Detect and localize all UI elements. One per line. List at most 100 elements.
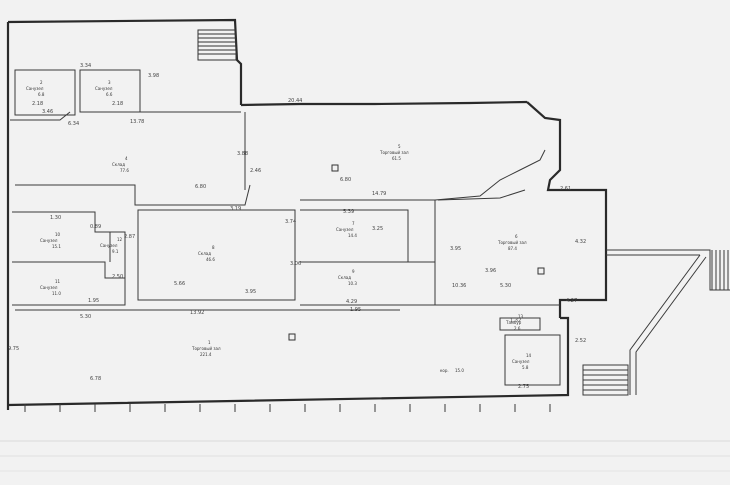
dim-label: 5.66 [174, 281, 185, 287]
room-number: 6 [515, 234, 518, 239]
scan-stripe [0, 440, 730, 442]
dim-label: 6.80 [340, 177, 351, 183]
dim-label: 2.18 [112, 101, 123, 107]
dim-label: 3.96 [485, 268, 496, 274]
room-6-label: 6 Торговый зал 87.4 [497, 234, 527, 251]
room-name: Санузел [512, 359, 530, 364]
room-number: 14 [526, 353, 532, 358]
columns [288, 164, 545, 341]
room-name: Санузел [26, 86, 44, 91]
room-area: 46.6 [206, 257, 215, 262]
room-name: Санузел [40, 238, 58, 243]
room-4-south-wall [15, 184, 251, 206]
dim-label: 20.44 [288, 98, 302, 104]
dimension-labels: 3.34 3.98 2.18 2.18 3.46 6.34 13.78 20.4… [8, 63, 586, 390]
room-name: Тамбур [505, 320, 522, 325]
dim-label: 6.78 [90, 376, 101, 382]
dim-label: 9.75 [8, 346, 19, 352]
dim-label: 1.30 [50, 215, 61, 221]
interior-walls [10, 69, 561, 386]
dim-label: 4.27 [566, 298, 577, 304]
room-area: 10.3 [348, 281, 357, 286]
stair-steps-east [711, 250, 729, 290]
room-name: Склад [338, 275, 351, 280]
dim-label: 6.80 [195, 184, 206, 190]
dim-label: 2.50 [112, 274, 123, 280]
dim-label: 5.30 [500, 283, 511, 289]
room-name: Торговый зал [497, 240, 527, 245]
dim-label: 1.95 [350, 307, 361, 313]
scan-artifacts [0, 440, 730, 472]
room-area: 6.8 [38, 92, 45, 97]
windows-south [24, 404, 551, 412]
room-11-top-wall [12, 261, 125, 279]
room-area: 77.6 [120, 168, 129, 173]
room-number: 8 [212, 245, 215, 250]
dim-label: 2.75 [518, 384, 529, 390]
room-area: 61.5 [392, 156, 401, 161]
dim-label: 3.46 [42, 109, 53, 115]
dim-label: 4.29 [346, 299, 357, 305]
dim-label: 3.98 [148, 73, 159, 79]
room-number: 11 [55, 279, 61, 284]
dim-label: 1.95 [88, 298, 99, 304]
room-area: 14.4 [348, 233, 357, 238]
room-number: 9 [352, 269, 355, 274]
column [537, 267, 545, 275]
dim-label: 3.25 [372, 226, 383, 232]
stair-south-east-steps [583, 369, 628, 391]
room-9-label: 9 Склад 10.3 [338, 269, 357, 286]
room-number: 4 [125, 156, 128, 161]
room-labels: 2 Санузел 6.8 3 Санузел 6.6 4 Склад 77.6… [26, 80, 532, 373]
room-3-label: 3 Санузел 6.6 [95, 80, 113, 97]
dim-label: 3.34 [80, 63, 91, 69]
stair-outline [197, 29, 237, 61]
wall-north-main [240, 100, 528, 107]
dim-label: 3.06 [290, 261, 301, 267]
room-area: 87.4 [508, 246, 517, 251]
room-name: кор. [440, 368, 449, 373]
room-name: Санузел [100, 243, 118, 248]
dim-label: 5.30 [80, 314, 91, 320]
room-14-label: 14 Санузел 5.8 [512, 353, 532, 370]
room-8-walls [137, 209, 296, 301]
ramp-east-slope-inner [635, 256, 707, 395]
stairs-east [582, 249, 730, 396]
dim-label: 1.32 [510, 318, 521, 324]
room-number: 7 [352, 221, 355, 226]
room-5-label: 5 Торговый зал 61.5 [379, 144, 409, 161]
room-11-label: 11 Санузел 11.0 [40, 279, 61, 296]
dim-label: 0.89 [90, 224, 101, 230]
dim-label: 2.52 [575, 338, 586, 344]
dim-label: 10.36 [452, 283, 466, 289]
room-14-walls [504, 334, 561, 386]
corridor-wall [10, 111, 241, 121]
dim-label: 13.92 [190, 310, 204, 316]
dim-label: 3.88 [237, 151, 248, 157]
room-2-walls [14, 69, 76, 116]
room-4-label: 4 Склад 77.6 [112, 156, 129, 173]
scan-stripe [0, 470, 730, 472]
room-area: 15.0 [455, 368, 464, 373]
dim-label: 2.18 [32, 101, 43, 107]
room-number: 3 [108, 80, 111, 85]
room-area: 11.0 [52, 291, 61, 296]
room-5-south-wall [300, 149, 546, 201]
room-area: 5.8 [522, 365, 529, 370]
dim-label: 3.19 [230, 206, 241, 212]
room-8-label: 8 Склад 46.6 [198, 245, 215, 262]
room-name: Санузел [95, 86, 113, 91]
dim-label: 2.46 [250, 168, 261, 174]
dim-label: 14.79 [372, 191, 386, 197]
room-name: Санузел [336, 227, 354, 232]
column [288, 333, 296, 341]
room-10-label: 10 Санузел 15.1 [40, 232, 61, 249]
dim-label: 6.34 [68, 121, 79, 127]
room-1-label: 1 Торговый зал 221.4 [191, 340, 221, 357]
dim-label: 2.87 [124, 234, 135, 240]
corridor-label: кор. 15.0 [440, 368, 464, 373]
room-number: 5 [398, 144, 401, 149]
room-2-label: 2 Санузел 6.8 [26, 80, 45, 97]
